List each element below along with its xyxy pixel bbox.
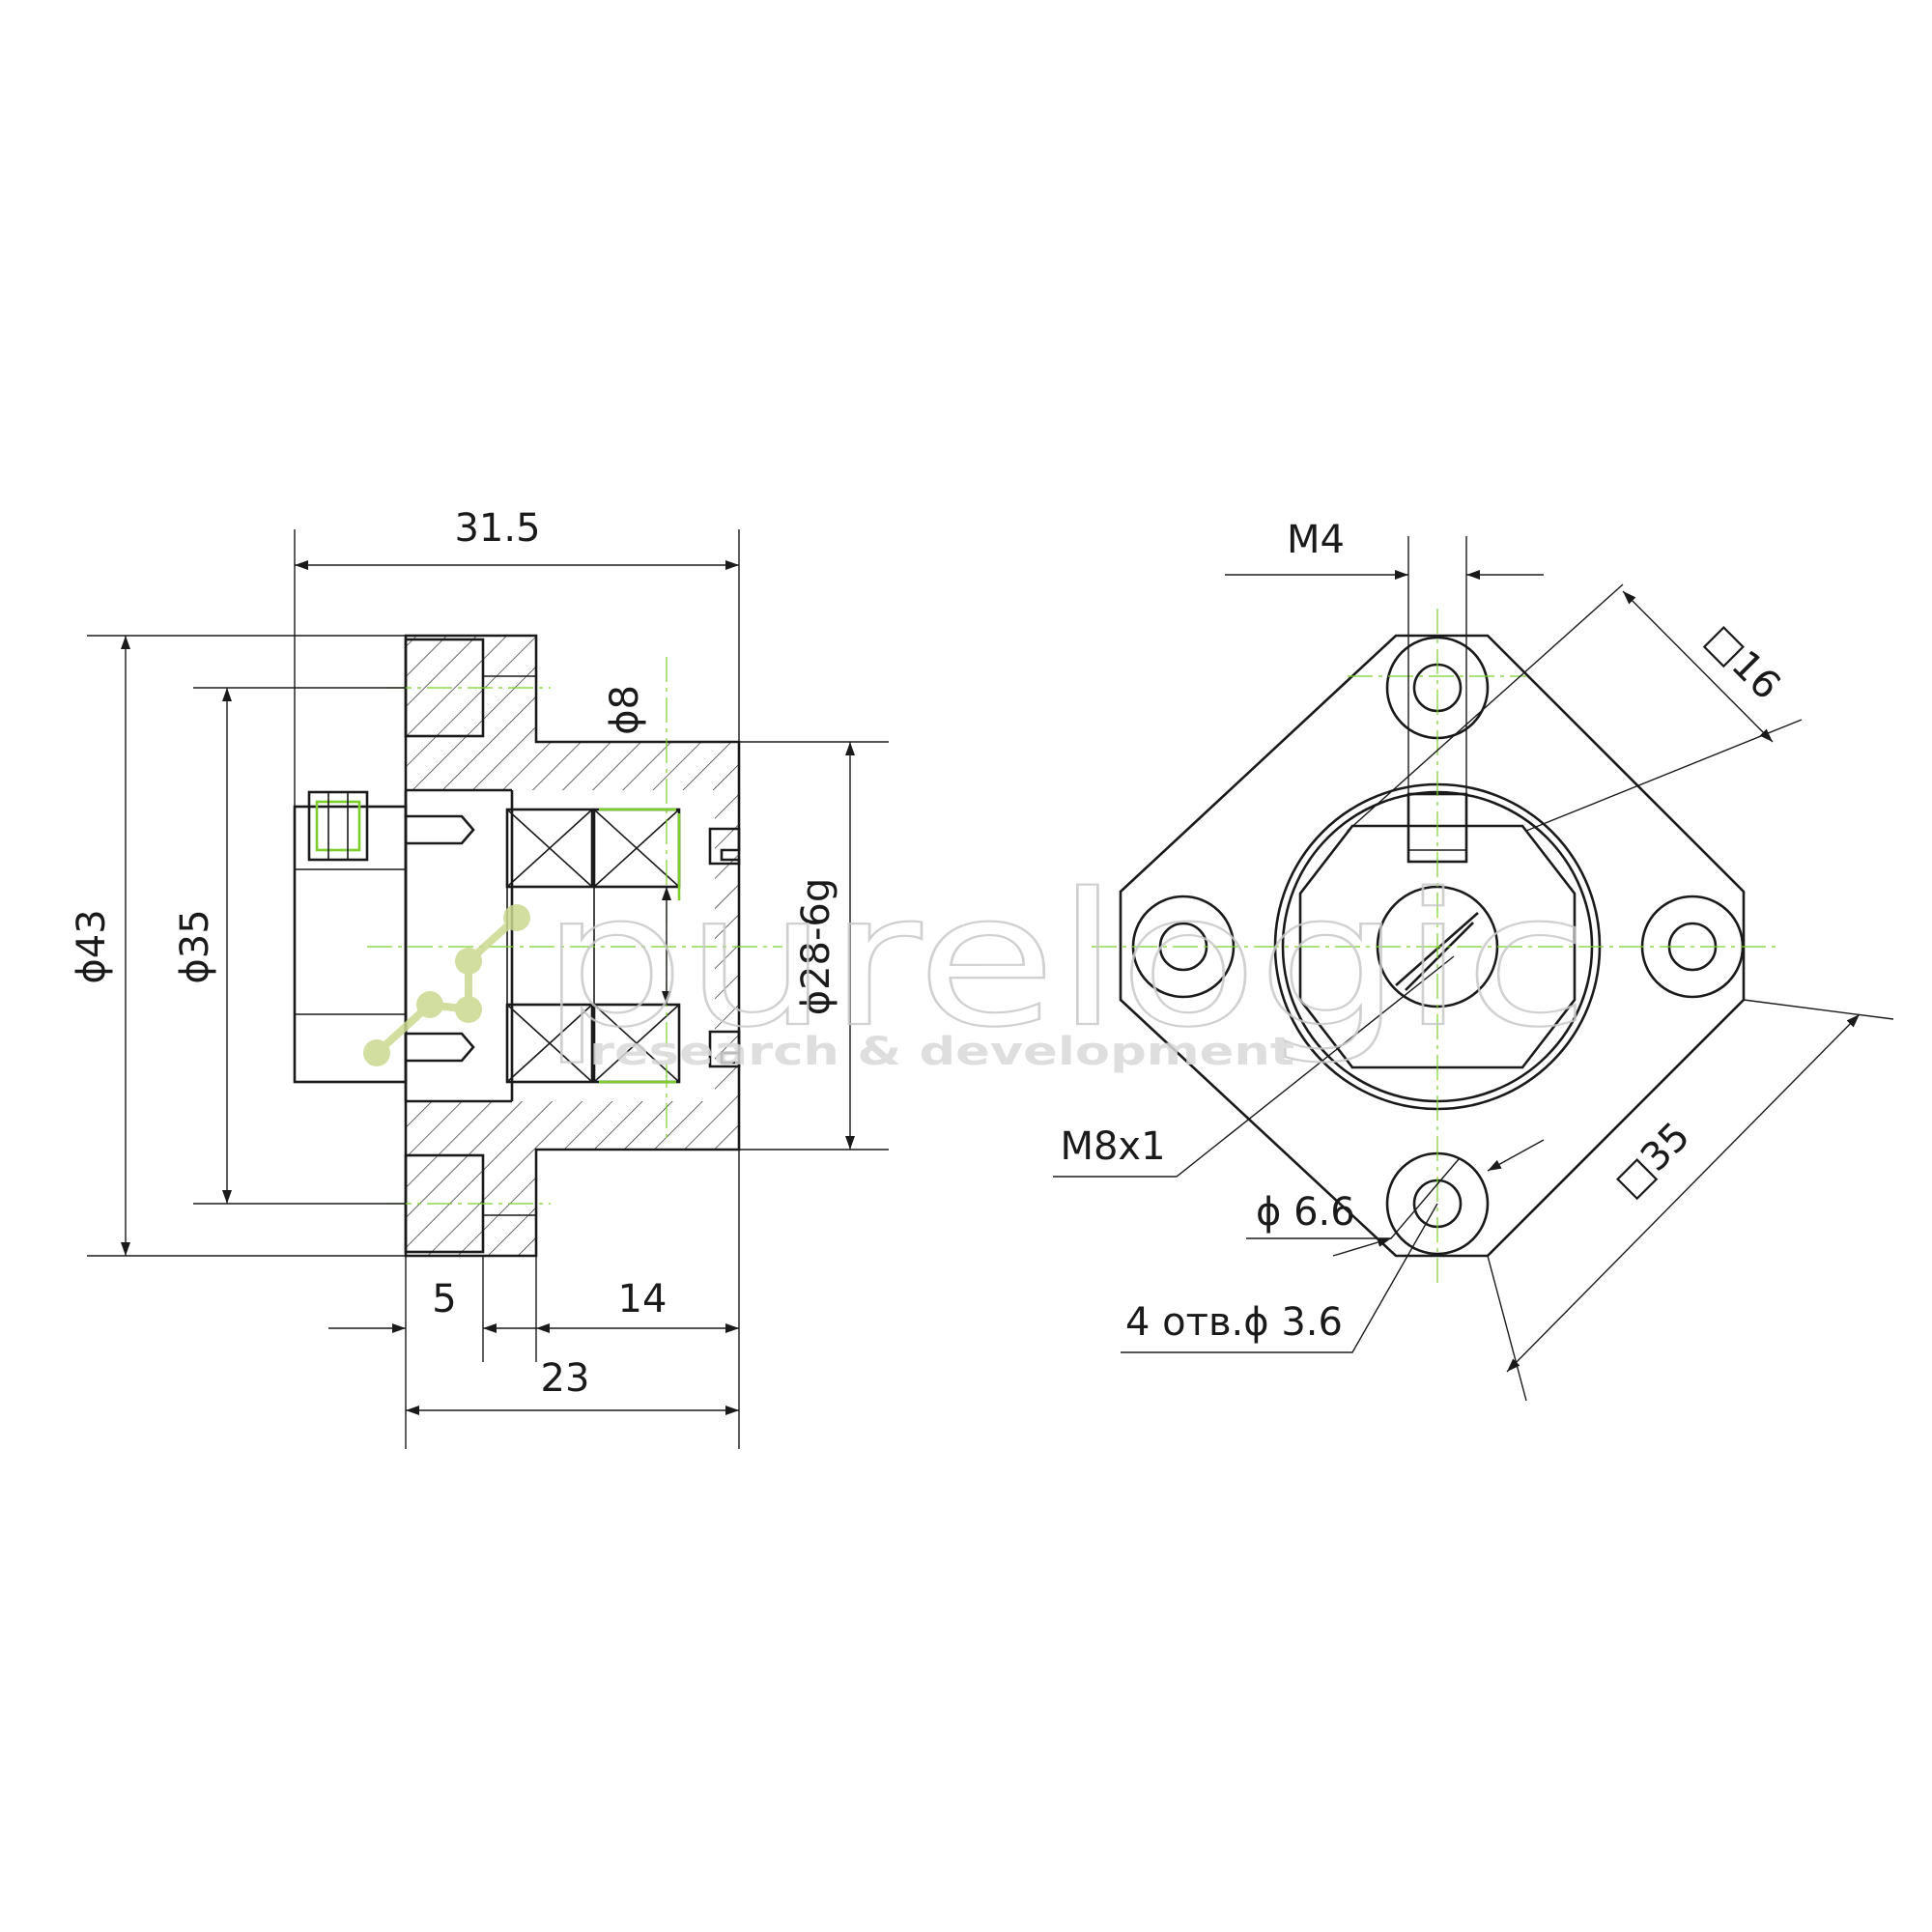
watermark-tagline: research & development	[589, 1030, 1294, 1074]
dim-setscrew: M4	[1287, 518, 1345, 562]
dim-pilot-length: 14	[618, 1277, 668, 1321]
watermark-brand: purelogic	[541, 854, 1589, 1067]
dim-body-length: 23	[541, 1356, 590, 1401]
front-view: M4 □16 □35 M8x1 ϕ 6.6 4 отв.ϕ 3.6	[1053, 518, 1894, 1402]
dim-holes: 4 отв.ϕ 3.6	[1125, 1300, 1343, 1345]
dim-pilot-diameter: ϕ28-6g	[794, 878, 838, 1016]
dim-bore: ϕ8	[603, 685, 647, 735]
dim-bolt-circle: ϕ35	[173, 909, 217, 983]
dim-thread: M8x1	[1060, 1124, 1165, 1169]
dim-flange-thickness: 5	[432, 1277, 456, 1321]
watermark: purelogic research & development	[363, 853, 1590, 1074]
bearings	[505, 808, 681, 1084]
side-section-view: 31.5 ϕ43 ϕ35 ϕ8 ϕ28-6g	[70, 506, 889, 1449]
watermark-logo-icon	[363, 904, 530, 1066]
dim-hex: □16	[1697, 616, 1789, 708]
dim-counterbore: ϕ 6.6	[1256, 1190, 1355, 1235]
dim-outer-diameter: ϕ43	[70, 909, 114, 983]
seals	[708, 827, 741, 1068]
front-dimensions: M4 □16 □35 M8x1 ϕ 6.6 4 отв.ϕ 3.6	[1053, 518, 1894, 1402]
lock-nut	[293, 790, 475, 1084]
dim-overall-length: 31.5	[454, 506, 540, 551]
side-dimensions: 31.5 ϕ43 ϕ35 ϕ8 ϕ28-6g	[70, 506, 889, 1449]
